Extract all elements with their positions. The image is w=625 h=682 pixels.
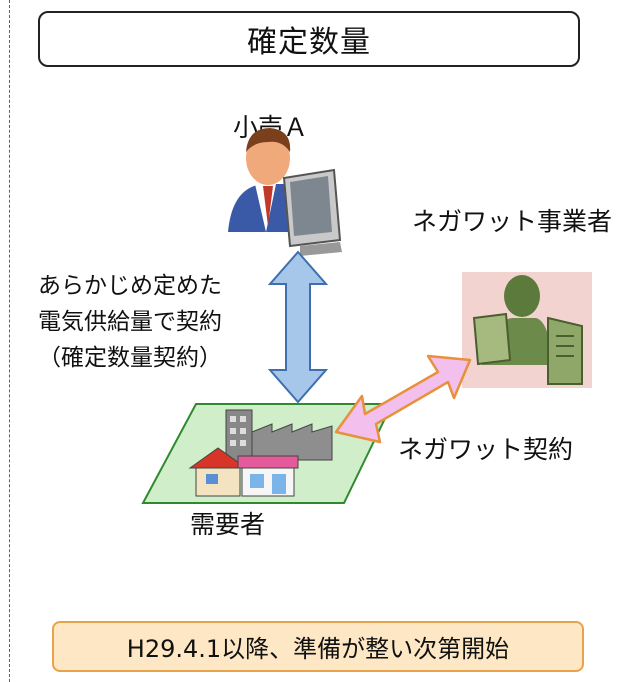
consumer-label: 需要者	[190, 510, 266, 539]
page-title: 確定数量	[38, 11, 580, 67]
fixed-contract-text: あらかじめ定めた 電気供給量で契約 （確定数量契約）	[12, 268, 248, 376]
fixed-contract-line-3: （確定数量契約）	[38, 345, 222, 371]
fixed-contract-double-arrow	[267, 250, 329, 404]
start-date-note: H29.4.1以降、準備が整い次第開始	[52, 621, 584, 672]
factory-buildings-icon	[225, 409, 333, 465]
negawatt-contract-label: ネガワット契約	[398, 435, 574, 464]
retailer-person-icon	[228, 128, 342, 256]
dashed-divider	[9, 0, 10, 682]
shop-icon	[237, 455, 299, 497]
fixed-contract-line-2: 電気供給量で契約	[38, 309, 222, 335]
aggregator-label: ネガワット事業者	[412, 207, 613, 236]
house-icon	[188, 447, 248, 497]
aggregator-person-icon	[462, 272, 592, 388]
fixed-contract-line-1: あらかじめ定めた	[38, 273, 222, 299]
negawatt-double-arrow	[334, 354, 472, 444]
